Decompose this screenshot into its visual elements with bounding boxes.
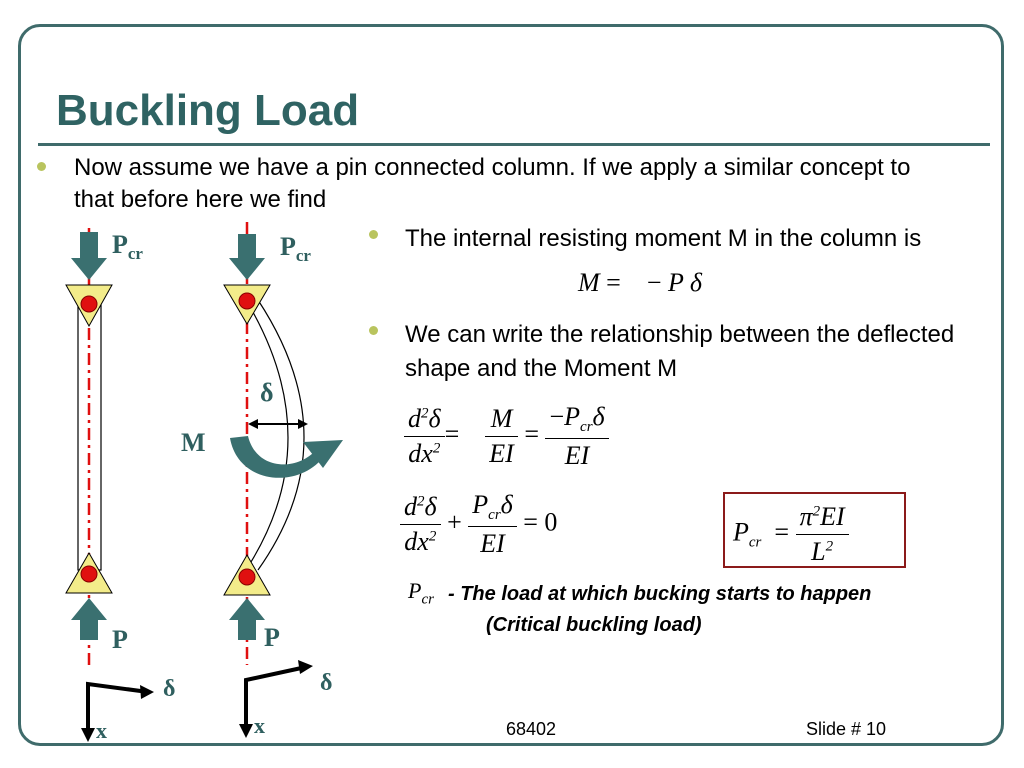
load-label-top: Pcr [280, 232, 311, 266]
note-line-2: (Critical buckling load) [486, 614, 702, 636]
load-label-bottom: P [264, 623, 280, 652]
load-arrow-down-icon [229, 234, 265, 280]
buckled-column-right-edge [257, 299, 305, 571]
axis-delta-label: δ [320, 670, 333, 696]
note-line-1: - The load at which bucking starts to ha… [448, 583, 872, 605]
top-pin [238, 292, 256, 310]
bullet-text-1: Now assume we have a pin connected colum… [74, 154, 911, 213]
slide-title: Buckling Load [56, 86, 360, 135]
top-pin [80, 295, 98, 313]
axis-arrow-icon [239, 724, 253, 738]
moment-label: M [181, 428, 206, 457]
bullet-dot [369, 326, 378, 335]
load-arrow-down-icon [71, 232, 107, 280]
axis-x-label: x [96, 718, 107, 743]
moment-arrow-icon [303, 440, 343, 468]
load-label-bottom: P [112, 625, 128, 654]
bottom-pin [238, 568, 256, 586]
bullet-text-2: The internal resisting moment M in the c… [405, 225, 922, 252]
axis-x-label: x [254, 713, 265, 738]
bullet-text-3: We can write the relationship between th… [405, 321, 955, 382]
moment-equation: M = − P δ [578, 268, 703, 297]
footer-code: 68402 [506, 719, 557, 739]
bullet-dot [369, 230, 378, 239]
buckled-column-left-edge [245, 299, 289, 571]
load-label-top: Pcr [112, 230, 143, 264]
axis-arrow-icon [81, 728, 95, 742]
axis-lines [244, 665, 307, 730]
bullet-dot [37, 162, 46, 171]
moment-arc [230, 436, 325, 478]
axis-delta-label: δ [163, 676, 176, 702]
critical-load-box [723, 492, 906, 568]
bottom-pin [80, 565, 98, 583]
slide-frame [18, 24, 1004, 746]
axis-arrow-icon [298, 660, 313, 674]
deflection-label: δ [260, 378, 274, 407]
arrowhead-icon [298, 419, 308, 429]
title-divider [38, 143, 990, 146]
arrowhead-icon [248, 419, 258, 429]
slide-number: Slide # 10 [806, 719, 887, 739]
axis-arrow-icon [140, 685, 154, 699]
pcr-symbol: Pcr [408, 578, 434, 608]
load-arrow-up-icon [71, 598, 107, 640]
load-arrow-up-icon [229, 598, 265, 640]
axis-lines [86, 681, 149, 735]
